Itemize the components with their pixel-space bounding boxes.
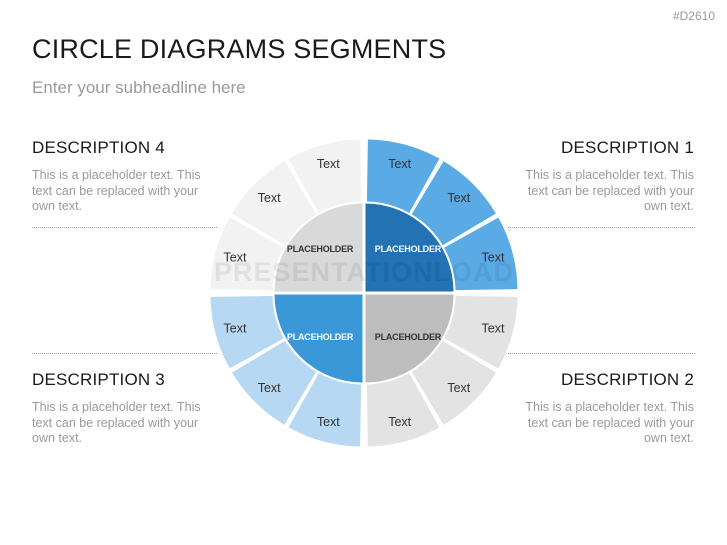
outer-segment [288, 373, 362, 447]
description-1-line: This is a placeholder text. This [525, 168, 694, 182]
outer-segment [210, 295, 284, 369]
description-4-line: own text. [32, 199, 83, 213]
inner-quadrant-label: PLACEHOLDER [375, 244, 442, 254]
outer-segment-label: Text [258, 381, 281, 395]
description-2-heading: DESCRIPTION 2 [561, 370, 694, 389]
inner-quadrant-label: PLACEHOLDER [287, 244, 354, 254]
description-3-line: text can be replaced with your [32, 415, 199, 430]
outer-segment [232, 340, 317, 425]
watermark: PRESENTATIONLOAD [214, 257, 514, 287]
description-3: DESCRIPTION 3 This is a placeholder text… [32, 370, 212, 447]
inner-quadrant-label: PLACEHOLDER [287, 332, 354, 342]
inner-quadrant-q2 [365, 294, 454, 383]
description-4-heading: DESCRIPTION 4 [32, 138, 165, 157]
description-3-divider [32, 353, 217, 354]
description-3-heading: DESCRIPTION 3 [32, 370, 165, 389]
outer-segment-label: Text [317, 415, 340, 429]
description-2: DESCRIPTION 2 This is a placeholder text… [514, 370, 694, 447]
outer-segment-label: Text [447, 191, 470, 205]
outer-segment-label: Text [224, 250, 247, 264]
slide-title: CIRCLE DIAGRAMS SEGMENTS [32, 34, 447, 64]
description-3-line: This is a placeholder text. This [32, 400, 201, 414]
description-2-text: This is a placeholder text. This text ca… [514, 400, 694, 447]
inner-quadrant-q1 [365, 203, 454, 292]
outer-segment-label: Text [224, 322, 247, 336]
description-1-line: text can be replaced with your [527, 183, 694, 198]
description-4: DESCRIPTION 4 This is a placeholder text… [32, 138, 212, 215]
description-4-line: text can be replaced with your [32, 183, 199, 198]
outer-segment-label: Text [317, 157, 340, 171]
description-2-line: own text. [643, 431, 694, 445]
outer-segment [288, 139, 362, 213]
outer-segment [411, 161, 496, 246]
description-1-divider [508, 227, 695, 228]
outer-segment-label: Text [447, 381, 470, 395]
outer-segment-label: Text [258, 191, 281, 205]
outer-segment [411, 340, 496, 425]
inner-quadrant-q4 [274, 203, 363, 292]
outer-segment-label: Text [388, 157, 411, 171]
description-4-line: This is a placeholder text. This [32, 168, 201, 182]
description-1-heading: DESCRIPTION 1 [561, 138, 694, 157]
description-4-divider [32, 227, 217, 228]
outer-ring: TextTextTextTextTextTextTextTextTextText… [210, 139, 518, 447]
description-4-text: This is a placeholder text. This text ca… [32, 168, 212, 215]
description-3-text: This is a placeholder text. This text ca… [32, 400, 212, 447]
description-2-line: This is a placeholder text. This [525, 400, 694, 414]
description-1-text: This is a placeholder text. This text ca… [514, 168, 694, 215]
slide-subtitle: Enter your subheadline here [32, 78, 246, 97]
outer-segment [366, 139, 440, 213]
outer-segment [444, 295, 518, 369]
outer-segment [444, 217, 518, 291]
description-3-line: own text. [32, 431, 83, 445]
outer-segment-label: Text [388, 415, 411, 429]
description-1-line: own text. [643, 199, 694, 213]
inner-circle [274, 203, 454, 383]
inner-quadrant-q3 [274, 294, 363, 383]
slide-id: #D2610 [672, 9, 715, 23]
description-2-line: text can be replaced with your [527, 415, 694, 430]
outer-segment-label: Text [482, 322, 505, 336]
inner-quadrant-label: PLACEHOLDER [375, 332, 442, 342]
outer-segment [210, 217, 284, 291]
inner-labels: PLACEHOLDER PLACEHOLDER PLACEHOLDER PLACEHO… [287, 244, 442, 342]
description-2-divider [508, 353, 695, 354]
outer-segment-label: Text [482, 250, 505, 264]
outer-segment [366, 373, 440, 447]
outer-segment [232, 161, 317, 246]
description-1: DESCRIPTION 1 This is a placeholder text… [514, 138, 694, 215]
